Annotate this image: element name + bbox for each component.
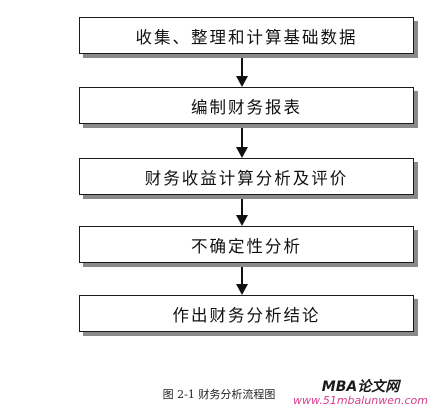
flow-step-collect-data: 收集、整理和计算基础数据 — [79, 17, 414, 54]
watermark-url: www.51mbalunwen.com — [293, 394, 428, 408]
arrow-shaft — [241, 128, 243, 148]
flow-step-profitability-analysis: 财务收益计算分析及评价 — [79, 158, 414, 195]
flow-arrow-4 — [236, 267, 248, 295]
arrow-head-icon — [236, 76, 248, 87]
flow-arrow-2 — [236, 128, 248, 158]
watermark-title: MBA论文网 — [321, 379, 400, 395]
flow-arrow-3 — [236, 199, 248, 226]
watermark: MBA论文网 www.51mbalunwen.com — [293, 379, 428, 408]
flow-step-uncertainty-analysis: 不确定性分析 — [79, 226, 414, 263]
arrow-head-icon — [236, 215, 248, 226]
flow-step-conclusion: 作出财务分析结论 — [79, 295, 414, 332]
arrow-shaft — [241, 58, 243, 77]
arrow-head-icon — [236, 284, 248, 295]
figure-caption: 图 2-1 财务分析流程图 — [162, 388, 276, 401]
arrow-shaft — [241, 267, 243, 285]
arrow-head-icon — [236, 147, 248, 158]
flow-arrow-1 — [236, 58, 248, 87]
flow-step-prepare-statements: 编制财务报表 — [79, 87, 414, 124]
arrow-shaft — [241, 199, 243, 216]
